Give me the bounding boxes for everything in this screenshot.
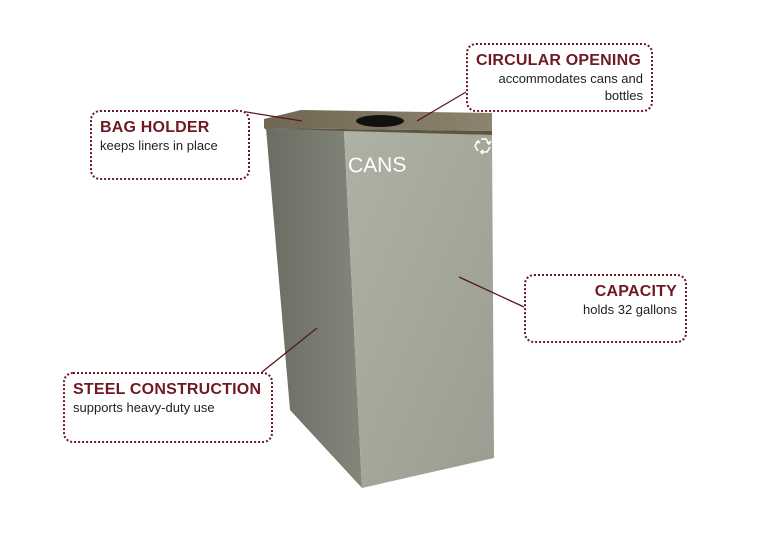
callout-title: CAPACITY (594, 283, 677, 300)
leader-steel-construction (261, 327, 318, 373)
bin-side-face (266, 128, 362, 488)
callout-steel-construction: STEEL CONSTRUCTION supports heavy-duty u… (63, 372, 273, 443)
callout-description: supports heavy-duty use (73, 400, 215, 415)
callout-description: keeps liners in place (100, 138, 218, 153)
callout-circular-opening: CIRCULAR OPENING accommodates cans and b… (466, 43, 653, 112)
callout-capacity: CAPACITY holds 32 gallons (524, 274, 687, 343)
bin-front-face (344, 131, 494, 488)
callout-title: CIRCULAR OPENING (476, 52, 641, 69)
bin-lid-edge (264, 128, 492, 135)
bin-label: CANS (348, 153, 407, 177)
callout-description: accommodates cans and bottles (498, 71, 643, 103)
callout-description: holds 32 gallons (583, 302, 677, 317)
callout-title: BAG HOLDER (100, 119, 210, 136)
leader-capacity (458, 276, 525, 308)
recycle-icon (474, 138, 492, 155)
circular-opening (356, 115, 404, 127)
leader-circular-opening (416, 91, 467, 122)
callout-title: STEEL CONSTRUCTION (73, 381, 262, 398)
callout-bag-holder: BAG HOLDER keeps liners in place (90, 110, 250, 180)
